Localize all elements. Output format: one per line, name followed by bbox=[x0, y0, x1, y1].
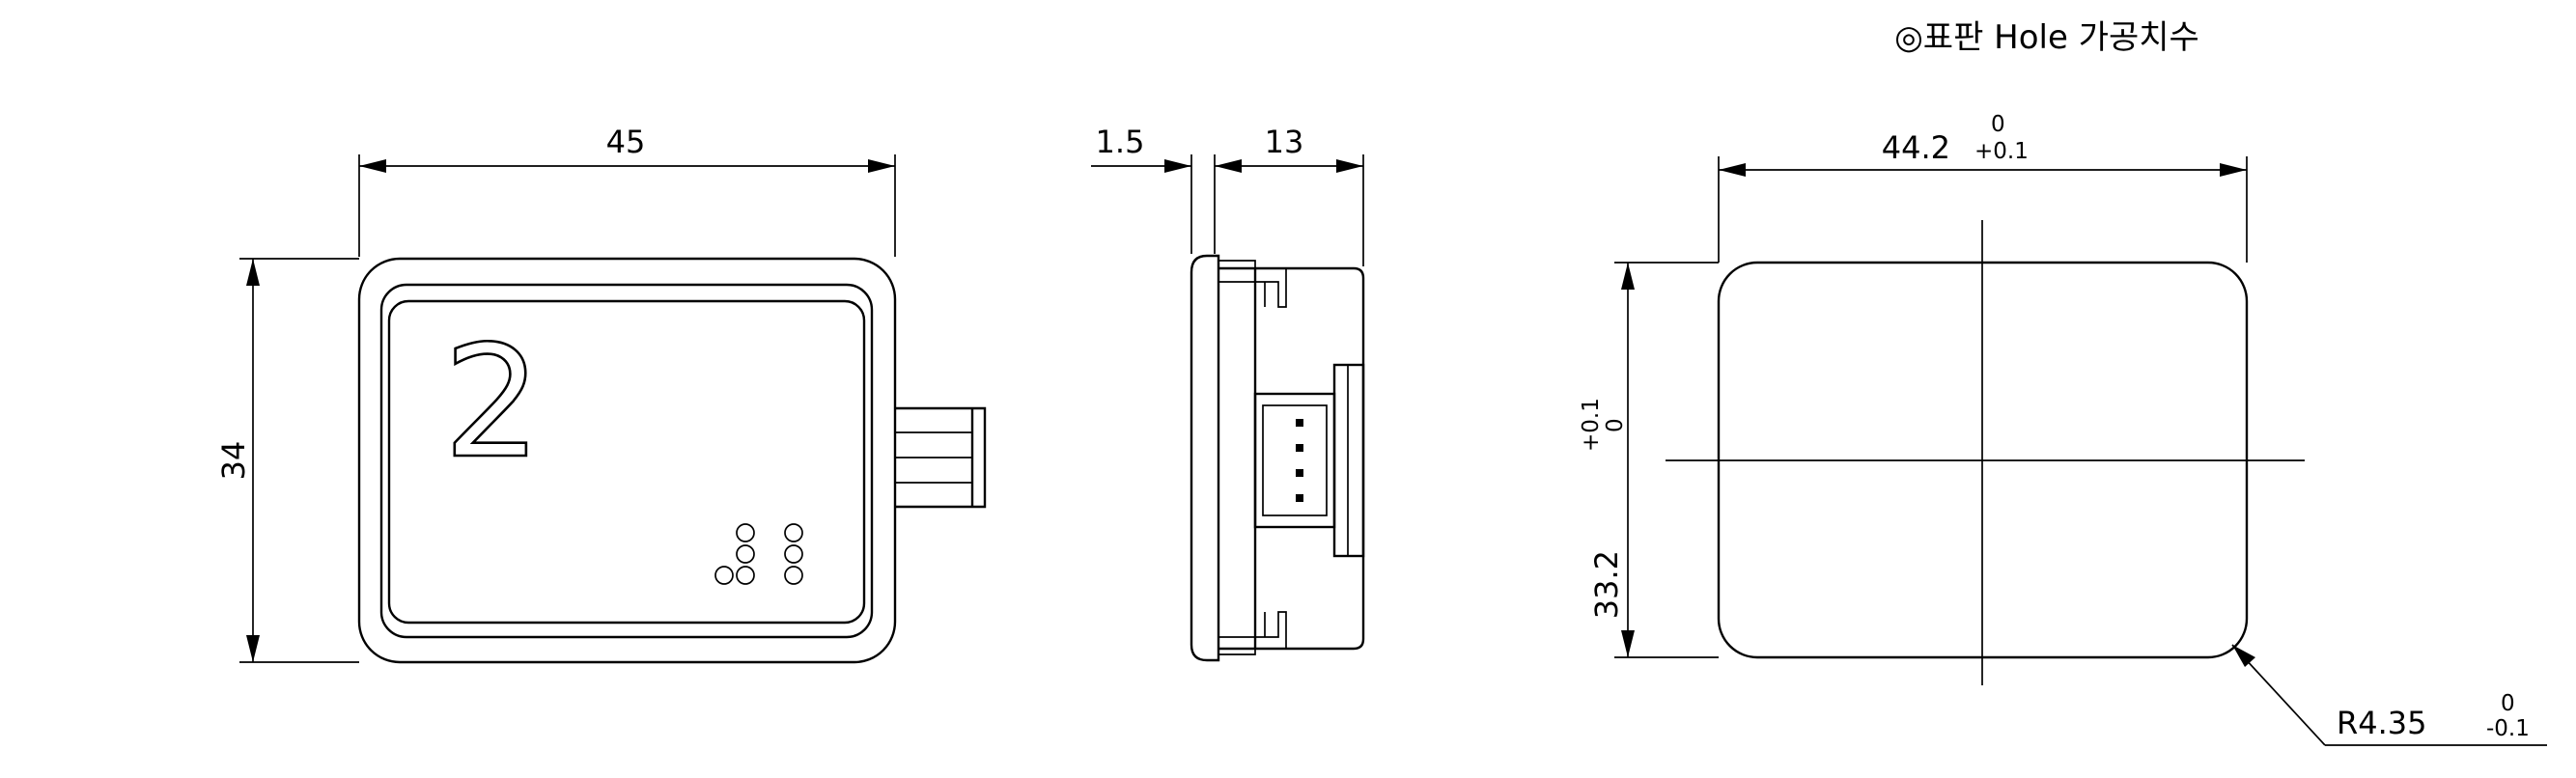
braille-dot bbox=[784, 566, 803, 585]
hole-height-label: 33.2 bbox=[1588, 550, 1625, 619]
hole-radius-label: R4.35 bbox=[2337, 705, 2426, 741]
braille-dot bbox=[736, 544, 755, 564]
side-depth-label: 13 bbox=[1265, 124, 1304, 160]
front-view: 2 45 bbox=[215, 124, 987, 664]
hole-radius-tol-upper: 0 bbox=[2501, 691, 2515, 716]
front-width-label: 45 bbox=[606, 124, 646, 160]
side-view: 1.5 13 bbox=[1091, 124, 1365, 662]
side-depth-dimension: 13 bbox=[1215, 124, 1364, 266]
front-height-label: 34 bbox=[215, 441, 252, 481]
hole-width-tol-upper: +0.1 bbox=[1974, 139, 2029, 164]
hole-width-dimension: 44.2 0 +0.1 bbox=[1718, 112, 2248, 263]
hole-height-tol-upper: +0.1 bbox=[1579, 398, 1604, 452]
side-flange-dimension: 1.5 bbox=[1091, 124, 1242, 254]
braille-dot bbox=[736, 566, 755, 585]
button-digit: 2 bbox=[443, 312, 542, 492]
front-height-dimension: 34 bbox=[215, 258, 359, 663]
drawing-title: ◎표판 Hole 가공치수 bbox=[1894, 18, 2199, 57]
hole-radius-dimension: R4.35 0 -0.1 bbox=[2231, 644, 2547, 746]
side-flange-label: 1.5 bbox=[1096, 124, 1145, 160]
hole-width-label: 44.2 bbox=[1882, 129, 1950, 166]
front-width-dimension: 45 bbox=[358, 124, 896, 257]
braille-dot bbox=[736, 523, 755, 542]
connector-pins bbox=[895, 406, 987, 509]
braille-dot bbox=[784, 523, 803, 542]
hole-radius-tol-lower: -0.1 bbox=[2486, 716, 2530, 741]
hole-width-tol-lower: 0 bbox=[1991, 112, 2005, 137]
hole-height-dimension: 33.2 +0.1 0 bbox=[1579, 262, 1719, 658]
front-view-outer-frame bbox=[357, 257, 897, 664]
hole-view: 44.2 0 +0.1 33.2 +0.1 0 R4.35 0 -0.1 bbox=[1579, 112, 2547, 746]
front-view-button-face bbox=[387, 299, 866, 625]
braille-dot bbox=[714, 566, 734, 585]
front-view-bezel bbox=[379, 283, 874, 639]
braille-dots bbox=[714, 523, 803, 585]
hole-height-tol-lower: 0 bbox=[1603, 418, 1628, 432]
braille-dot bbox=[784, 544, 803, 564]
